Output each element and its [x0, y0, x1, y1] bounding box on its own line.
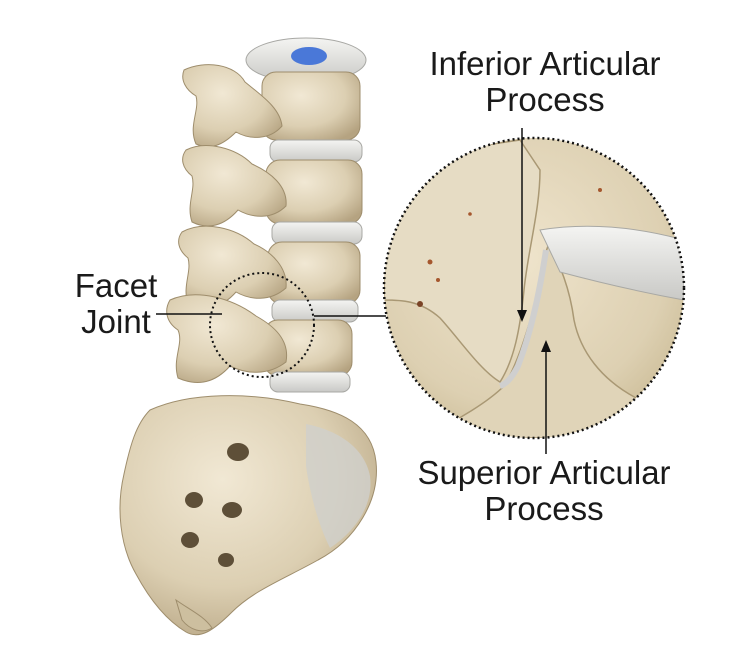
- inferior-articular-process-label: Inferior Articular Process: [410, 46, 680, 118]
- nucleus-pulposus: [291, 47, 327, 65]
- inferior-arrowhead-icon: [517, 310, 527, 322]
- posterior-elements-4: [166, 294, 288, 383]
- superior-articular-process-label: Superior Articular Process: [398, 455, 690, 527]
- disc-4: [269, 371, 351, 393]
- sacral-foramen-5: [218, 553, 234, 567]
- inferior-label-line1: Inferior Articular: [429, 45, 661, 82]
- joint-cartilage: [498, 249, 549, 389]
- sacroiliac-surface: [306, 424, 371, 548]
- posterior-elements-2: [182, 145, 287, 227]
- facet-joint-label: Facet Joint: [62, 268, 170, 340]
- disc-3: [271, 299, 359, 323]
- inferior-label-line2: Process: [485, 81, 605, 118]
- disc-1: [269, 139, 363, 163]
- posterior-elements-1: [182, 64, 283, 148]
- facet-label-line1: Facet: [74, 267, 158, 304]
- disc-2: [271, 221, 363, 245]
- disc-segment: [539, 225, 684, 301]
- superior-label-line1: Superior Articular: [417, 454, 671, 491]
- sacral-foramen-2: [185, 492, 203, 508]
- lumbar-spine: [119, 37, 377, 636]
- sacral-foramen-1: [227, 443, 249, 461]
- sacral-foramen-3: [222, 502, 242, 518]
- posterior-elements-3: [178, 225, 287, 309]
- coccyx: [175, 598, 213, 632]
- sacral-foramen-4: [181, 532, 199, 548]
- superior-label-line2: Process: [484, 490, 604, 527]
- facet-label-line2: Joint: [81, 303, 151, 340]
- zoom-circle-border: [382, 136, 686, 440]
- facet-joint-callout-circle: [209, 272, 315, 378]
- superior-arrowhead-icon: [541, 340, 551, 352]
- magnified-view: [382, 136, 686, 440]
- inferior-articular-process-shape: [384, 139, 541, 384]
